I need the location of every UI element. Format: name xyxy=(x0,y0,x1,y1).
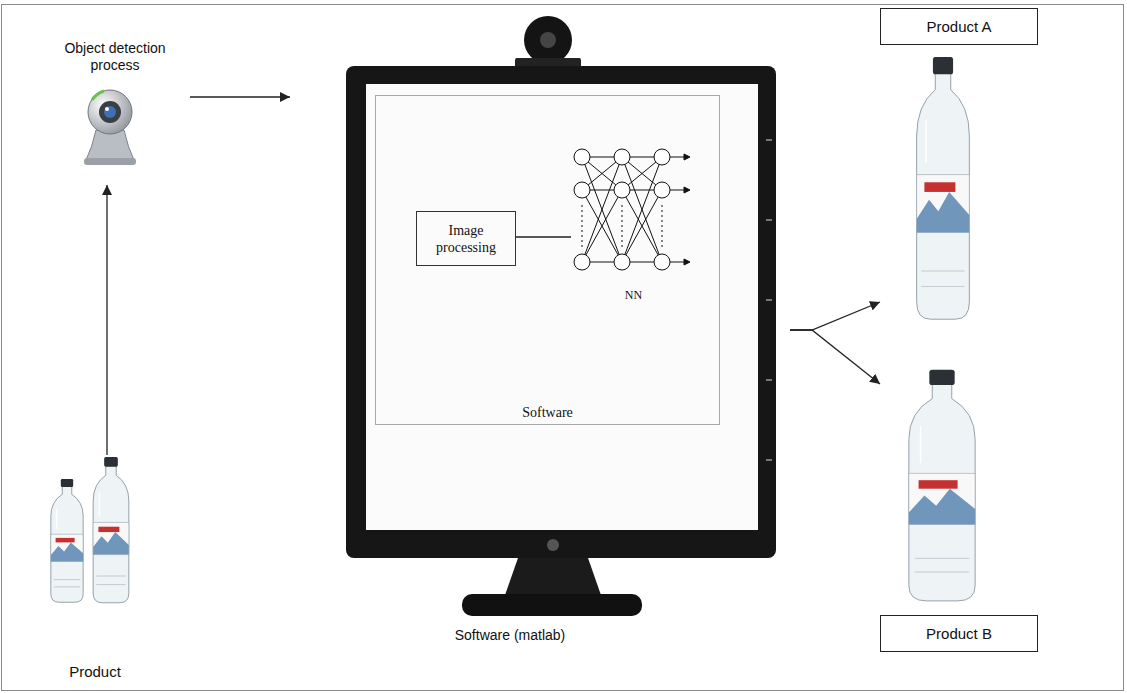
process-box: Image processing xyxy=(416,211,516,266)
frame xyxy=(2,5,1124,691)
flow-arrow xyxy=(190,96,290,97)
neural-network-figure xyxy=(574,149,690,270)
software-panel: Software Image processingNN xyxy=(375,95,720,425)
product-b-node: Product B xyxy=(880,360,1040,652)
label-box: Product B xyxy=(880,615,1038,652)
label-box: Product A xyxy=(880,8,1038,45)
product-a-node: Product A xyxy=(880,8,1040,328)
product-b-bottle xyxy=(909,370,975,601)
panel-title: Software xyxy=(522,404,573,421)
monitor-node: Software (matlab) Software Image processin… xyxy=(290,12,790,652)
webcam-icon xyxy=(84,90,136,165)
product-a-bottle xyxy=(917,57,970,319)
output-label: Product B xyxy=(926,625,992,643)
product-node: Product xyxy=(40,455,150,685)
output-label: Product A xyxy=(926,18,991,36)
flow-arrow xyxy=(106,185,107,455)
monitor xyxy=(346,16,776,616)
flow-arrow xyxy=(790,302,880,330)
webcam-node: Object detection process xyxy=(40,35,190,185)
process-label: Object detection process xyxy=(55,40,175,74)
connector-line xyxy=(516,236,571,237)
network-label: NN xyxy=(625,288,642,302)
neural-network-node: NN xyxy=(571,146,696,306)
process-label: Image processing xyxy=(421,222,511,256)
product-label: Product xyxy=(69,663,121,681)
software-label: Software (matlab) xyxy=(410,627,610,644)
product-bottles xyxy=(51,457,129,603)
flow-arrow xyxy=(790,330,880,384)
